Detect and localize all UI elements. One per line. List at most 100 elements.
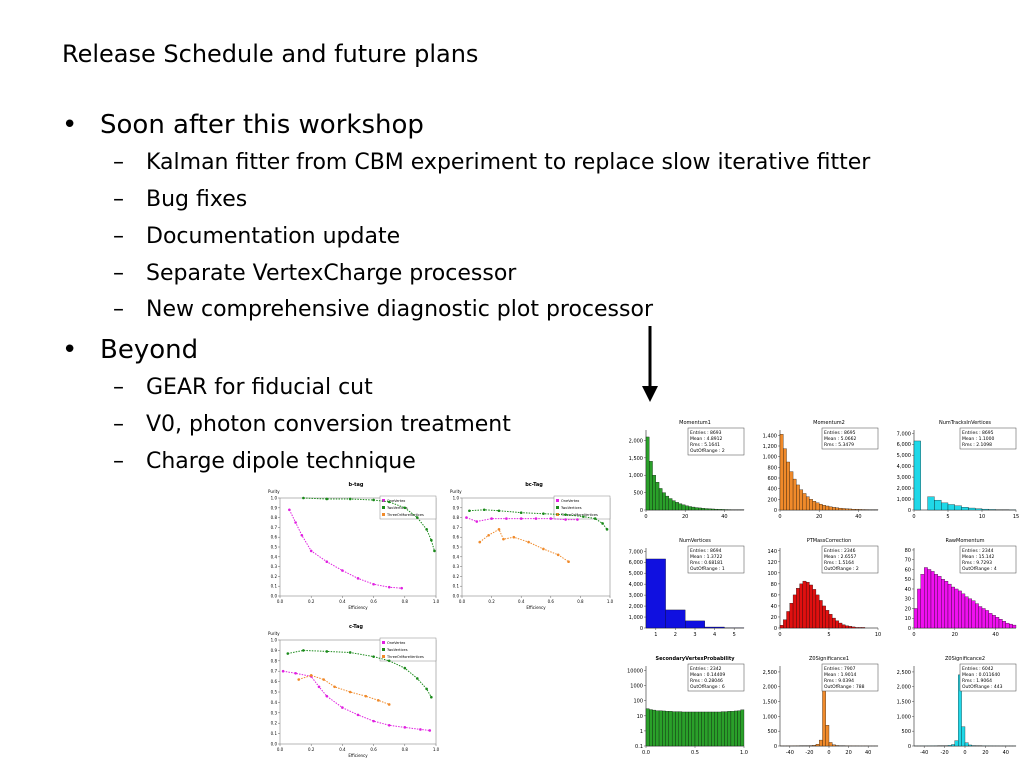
x-tick-label: 0.0 — [277, 599, 284, 604]
histogram-bar — [961, 593, 966, 629]
data-point — [502, 537, 505, 541]
data-point — [534, 517, 538, 520]
histogram-bar — [934, 499, 942, 511]
histogram-bar — [740, 709, 745, 747]
histogram-bar — [655, 710, 660, 747]
data-point — [302, 496, 305, 500]
histogram-bar — [995, 617, 1000, 629]
data-point — [372, 655, 375, 658]
x-tick-label: 0.8 — [577, 599, 584, 604]
x-tick-label: 0.2 — [488, 599, 495, 604]
y-tick-label: 7,000 — [629, 549, 643, 555]
histogram-bar — [730, 711, 735, 747]
histogram-bar — [694, 711, 699, 747]
stats-entry: Rms : 9.0394 — [824, 678, 854, 684]
histogram-bar — [858, 509, 862, 511]
histogram-bar — [737, 710, 741, 747]
histogram-bar — [671, 711, 676, 747]
x-axis-label: Efficiency — [526, 605, 546, 610]
y-tick-label: 50 — [905, 577, 911, 583]
histogram-bar — [805, 496, 810, 511]
x-tick-label: 40 — [855, 514, 861, 520]
histogram-bar — [783, 448, 787, 511]
x-tick-label: 20 — [682, 514, 688, 520]
histogram-bar — [954, 740, 959, 747]
data-point — [294, 521, 297, 524]
data-point — [564, 513, 567, 516]
sub-bullet: –GEAR for fiducial cut — [113, 375, 373, 400]
histogram-bar — [665, 495, 670, 511]
y-tick-label: 1000 — [630, 684, 643, 690]
x-tick-label: 0.0 — [459, 599, 466, 604]
histogram-bar — [917, 588, 921, 629]
stats-entry: OutOfRange : 2 — [690, 448, 725, 454]
data-point — [415, 677, 419, 680]
x-tick-label: 0 — [963, 750, 966, 756]
data-point — [519, 517, 523, 520]
y-tick-label: 80 — [905, 548, 911, 554]
stats-box — [687, 427, 745, 456]
histogram-bar — [812, 501, 817, 511]
x-tick-label: 0.4 — [339, 599, 346, 604]
stats-box — [821, 427, 879, 450]
x-tick-label: 0 — [912, 632, 915, 638]
x-tick-label: 10 — [875, 632, 881, 638]
y-tick-label: 6,000 — [897, 442, 911, 448]
stats-entry: Mean : 5.0662 — [824, 436, 857, 442]
data-point — [297, 678, 301, 681]
x-tick-label: 0 — [778, 632, 781, 638]
chart-title: Momentum1 — [679, 420, 711, 426]
legend-entry: ThreeOrMoreVertices — [386, 655, 424, 659]
legend-marker — [556, 506, 559, 509]
chart-svg: bc-TagPurityEfficiency0.00.10.20.30.40.5… — [450, 482, 614, 610]
histogram-bar — [944, 581, 949, 629]
histogram-bar — [825, 505, 830, 511]
histogram-bar — [947, 583, 952, 629]
histogram-bar — [951, 744, 955, 747]
data-point — [341, 569, 344, 572]
y-tick-label: 80 — [771, 582, 777, 588]
histogram-bar — [937, 576, 942, 629]
y-tick-label: 10 — [637, 714, 643, 720]
histogram-bar — [924, 567, 928, 629]
histogram-bar — [913, 608, 918, 629]
histogram-bar — [848, 626, 853, 629]
x-tick-label: 20 — [845, 750, 851, 756]
histogram-bar — [1009, 623, 1013, 629]
y-tick-label: 1,500 — [897, 700, 911, 706]
y-tick-label: 0.8 — [271, 515, 278, 520]
histogram-bar — [658, 488, 663, 511]
data-point — [300, 533, 304, 537]
x-tick-label: 0.6 — [548, 599, 555, 604]
histogram-bar — [981, 508, 989, 511]
data-point — [490, 517, 493, 520]
y-tick-label: 0.9 — [453, 505, 460, 510]
y-tick-label: 40 — [771, 604, 777, 610]
histogram-bar — [720, 711, 725, 747]
x-tick-label: 5 — [733, 632, 736, 638]
histogram-bar — [947, 504, 955, 511]
histogram-bar — [941, 579, 945, 629]
x-tick-label: 40 — [1003, 750, 1009, 756]
chart-svg: c-TagPurityEfficiency0.00.10.20.30.40.50… — [268, 624, 440, 758]
data-point — [325, 497, 329, 501]
histogram-bar — [691, 711, 696, 747]
data-point — [576, 518, 579, 521]
x-axis-label: Efficiency — [348, 605, 368, 610]
histogram-bar — [678, 503, 683, 511]
legend-box — [379, 637, 437, 662]
y-tick-label: 1,000 — [629, 615, 643, 621]
y-axis-label: Purity — [450, 489, 462, 494]
sub-bullet-text: New comprehensive diagnostic plot proces… — [146, 297, 653, 322]
x-tick-label: 40 — [721, 514, 727, 520]
histogram-bar — [961, 507, 969, 511]
histogram-bar — [779, 625, 784, 629]
x-tick-label: 0.8 — [402, 747, 409, 752]
y-tick-label: 7,000 — [897, 431, 911, 437]
histogram-bar — [779, 434, 784, 511]
legend-marker — [382, 513, 385, 516]
histogram-bar — [668, 498, 673, 511]
stats-entry: Entries : 2344 — [962, 548, 994, 554]
